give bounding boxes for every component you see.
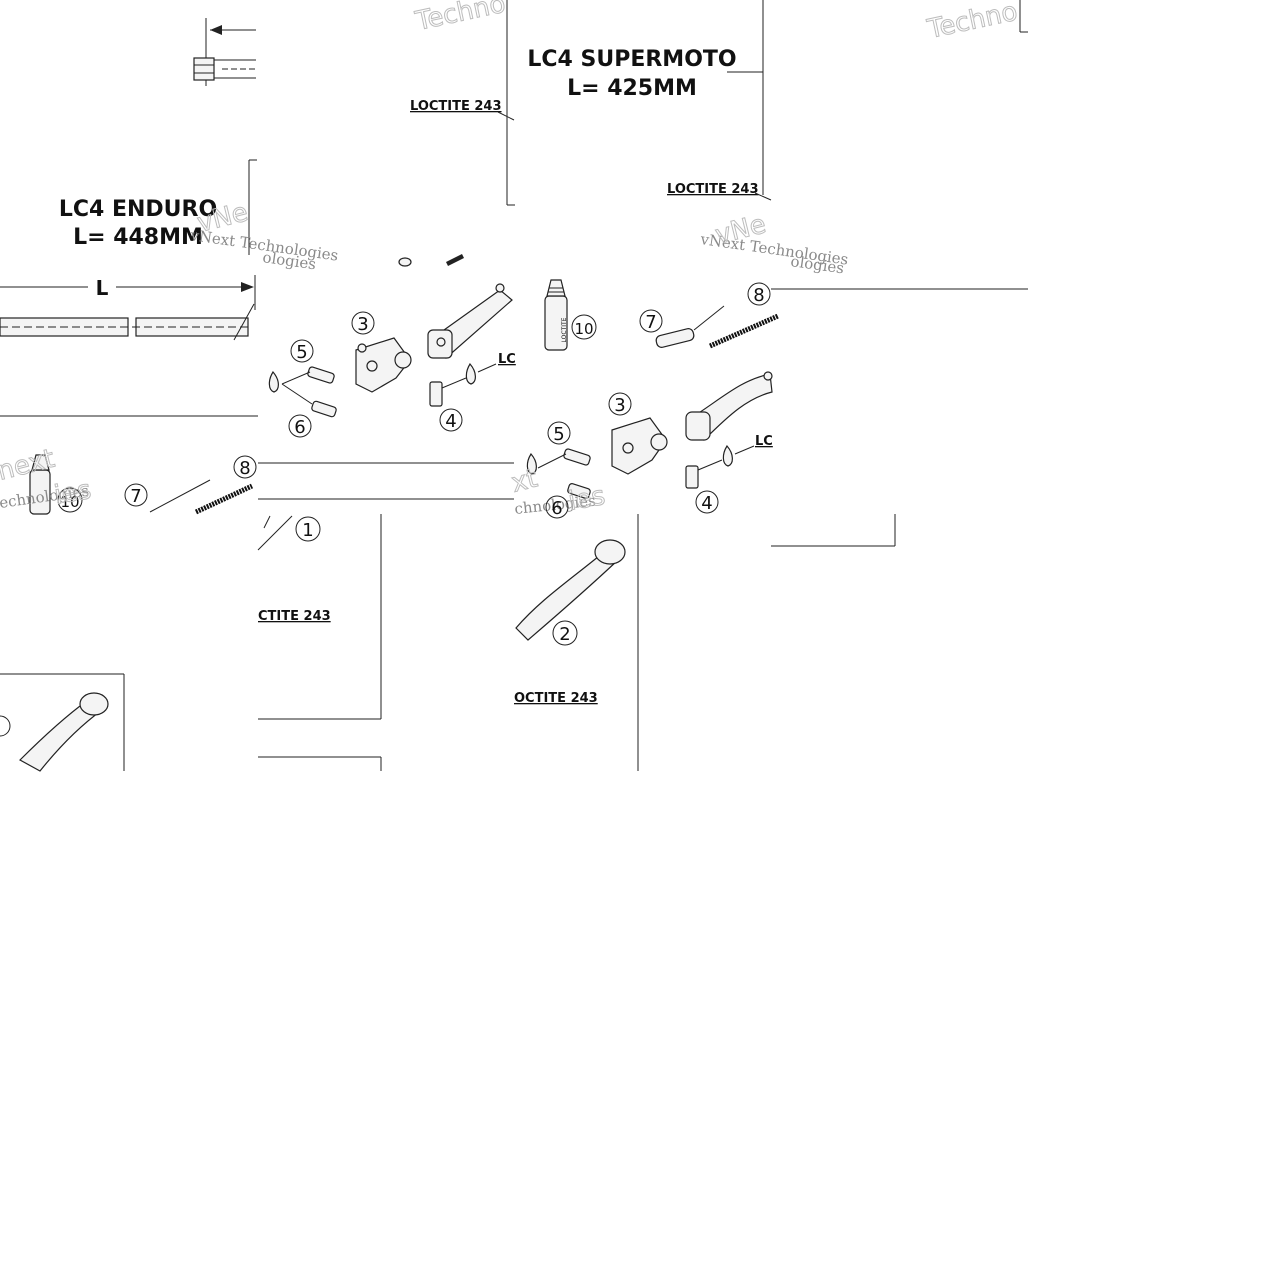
supermoto-title: LC4 SUPERMOTO [527,47,736,72]
callout-7-right: 7 [645,312,656,333]
bottle-label: LOCTITE [561,317,568,342]
watermark-techno-1: Techno [412,0,508,37]
watermark-ies: ies [52,475,93,511]
callout-8-left: 8 [239,458,250,479]
enduro-length: L= 448MM [73,225,203,250]
callout-10-left: 10 [60,493,79,511]
callout-3-right: 3 [614,395,625,416]
callout-6-right: 6 [551,498,562,519]
callout-6-left: 6 [294,417,305,438]
supermoto-length: L= 425MM [567,76,697,101]
callout-4-right: 4 [701,493,712,514]
loctite-label-1: LOCTITE 243 [410,99,502,114]
callout-3-left: 3 [357,314,368,335]
watermark-ies-2: ies [566,481,607,517]
bottom-tiles: 1 CTITE 243 2 OCTITE 243 [0,514,639,772]
callout-2-right: 2 [559,624,570,645]
callout-10-right: 10 [574,320,593,338]
loctite-partial-2: LC [755,434,773,449]
parts-group-right: LOCTITE [526,279,780,499]
top-left-tile [193,18,256,86]
dimension-l-arrow: L [0,275,256,310]
parts-group-left [268,254,513,418]
loctite-partial-4: OCTITE 243 [514,691,598,706]
loctite-partial-3: CTITE 243 [258,609,331,624]
enduro-title: LC4 ENDURO [59,197,217,222]
callout-5-right: 5 [553,424,564,445]
dimension-l-label: L [96,276,109,300]
loctite-partial-1: LC [498,352,516,367]
callout-7-left: 7 [130,486,141,507]
callout-5-left: 5 [296,342,307,363]
callouts-left: 3 5 6 4 LC [288,311,516,438]
loctite-label-2: LOCTITE 243 [667,182,759,197]
callouts-right: 10 7 8 3 5 4 LC [547,282,773,514]
callout-8-right: 8 [753,285,764,306]
callout-1: 1 [302,520,313,541]
lower-left-parts: 10 7 8 [29,454,257,515]
callout-4-left: 4 [445,411,456,432]
shift-rod [0,303,255,341]
watermark-techno-2: Techno [924,0,1020,45]
